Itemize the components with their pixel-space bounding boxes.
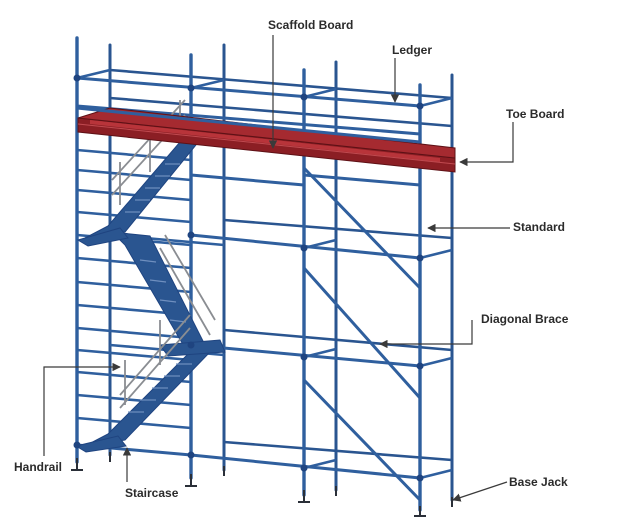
diagonal-brace	[304, 268, 420, 398]
label-diagonal-brace: Diagonal Brace	[481, 312, 568, 326]
label-staircase: Staircase	[125, 486, 178, 500]
label-scaffold-board: Scaffold Board	[268, 18, 353, 32]
label-standard: Standard	[513, 220, 565, 234]
leader-diagonal-brace	[380, 320, 472, 344]
label-toe-board: Toe Board	[506, 107, 564, 121]
label-ledger: Ledger	[392, 43, 432, 57]
diagonal-brace	[304, 380, 420, 500]
staircase-flights	[76, 140, 225, 452]
leader-toe-board	[460, 122, 513, 162]
label-base-jack: Base Jack	[509, 475, 568, 489]
leader-base-jack	[453, 482, 507, 500]
label-handrail: Handrail	[14, 460, 62, 474]
